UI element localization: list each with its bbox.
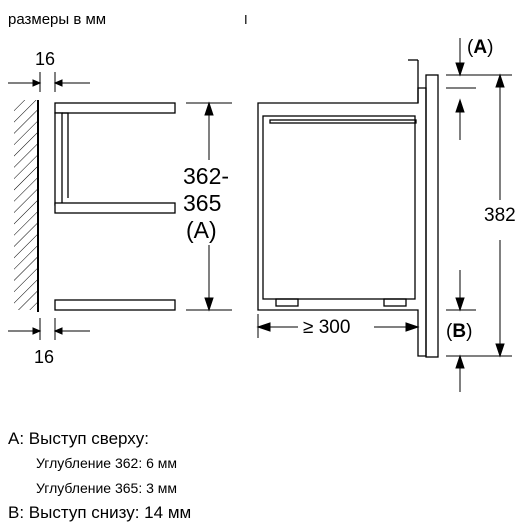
niche-height-label-line2: 365	[183, 190, 222, 216]
niche-height-label-line3: (A)	[186, 217, 217, 243]
wall	[14, 100, 39, 312]
overlap-a-open: (	[467, 37, 474, 58]
drawing-title: размеры в мм	[8, 11, 107, 28]
niche-height-label-line1: 362-	[183, 163, 230, 189]
overlap-b-dimension	[446, 270, 476, 392]
text-cursor-mark: I	[244, 12, 248, 27]
overlap-a-label: (A)	[467, 38, 493, 57]
wall-gap-bottom-dimension	[8, 318, 90, 340]
overlap-b-close: )	[466, 321, 473, 342]
total-height-dimension	[446, 73, 512, 358]
wall-gap-top-dimension	[8, 72, 90, 92]
total-height-label: 382	[484, 205, 516, 226]
appliance-side-view	[257, 59, 439, 358]
note-a-line2: Углубление 365: 3 мм	[36, 480, 178, 496]
overlap-a-dimension	[446, 38, 512, 140]
note-b-title: B: Выступ снизу: 14 мм	[8, 503, 192, 522]
overlap-a-close: )	[487, 37, 494, 58]
overlap-a-letter: A	[473, 37, 488, 58]
wall-gap-bottom-label: 16	[34, 347, 55, 367]
note-a-line1: Углубление 362: 6 мм	[36, 455, 178, 471]
cabinet-niche	[54, 102, 176, 311]
note-a-title: A: Выступ сверху:	[8, 429, 150, 448]
niche-height-dimension	[186, 101, 232, 312]
depth-label: ≥ 300	[303, 317, 351, 338]
overlap-b-letter: B	[452, 321, 467, 342]
overlap-b-open: (	[446, 321, 453, 342]
wall-gap-top-label: 16	[35, 49, 56, 69]
depth-dimension	[256, 314, 420, 338]
overlap-b-label: (B)	[446, 322, 472, 341]
